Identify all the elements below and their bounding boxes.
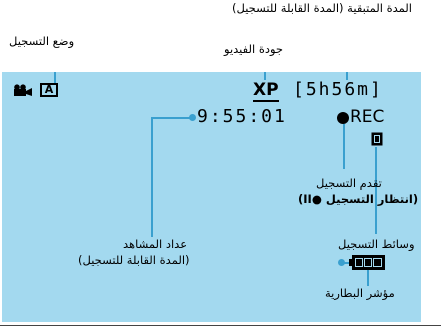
label-scene-counter-note: (المدة القابلة للتسجيل) [78,253,190,267]
label-video-quality: جودة الفيديو [224,42,284,56]
callout-line-quality [264,72,266,80]
bottom-divider [0,325,441,326]
callout-line-battery-h [343,262,350,264]
recording-mode-letter: A [44,83,54,96]
callout-line-mode [54,72,56,83]
callout-line-counter-v [151,117,153,237]
rec-label: REC [350,107,385,127]
callout-line-rec [343,124,345,169]
label-recording-progress: تقدم التسجيل [316,176,382,190]
label-recording-standby: (انتظار التسجيل ●II) [298,192,419,206]
label-remaining-time: المدة المتبقية (المدة القابلة للتسجيل) [232,1,412,15]
label-scene-counter: عداد المشاهد [123,237,188,251]
recording-mode-icon: A [40,83,58,97]
label-recording-mode: وضع التسجيل [9,34,75,48]
video-camera-icon [14,84,32,96]
rec-indicator-dot [337,112,349,124]
callout-dot-battery [338,259,345,266]
label-recording-media: وسائط التسجيل [338,237,415,251]
callout-line-counter-h [152,117,192,119]
recording-media-icon [371,132,383,146]
battery-icon [349,255,385,270]
callout-dot-counter [189,114,196,121]
remaining-time-value: [5h56m] [293,79,383,100]
camera-screen: A XP [5h56m] 9:55:01 REC [2,72,421,322]
label-battery-indicator: مؤشر البطارية [325,286,395,300]
callout-line-media [375,147,377,234]
callout-line-remaining [346,72,348,80]
video-quality-value: XP [253,80,279,102]
callout-line-battery-v [367,270,369,286]
scene-counter-value: 9:55:01 [197,106,287,127]
